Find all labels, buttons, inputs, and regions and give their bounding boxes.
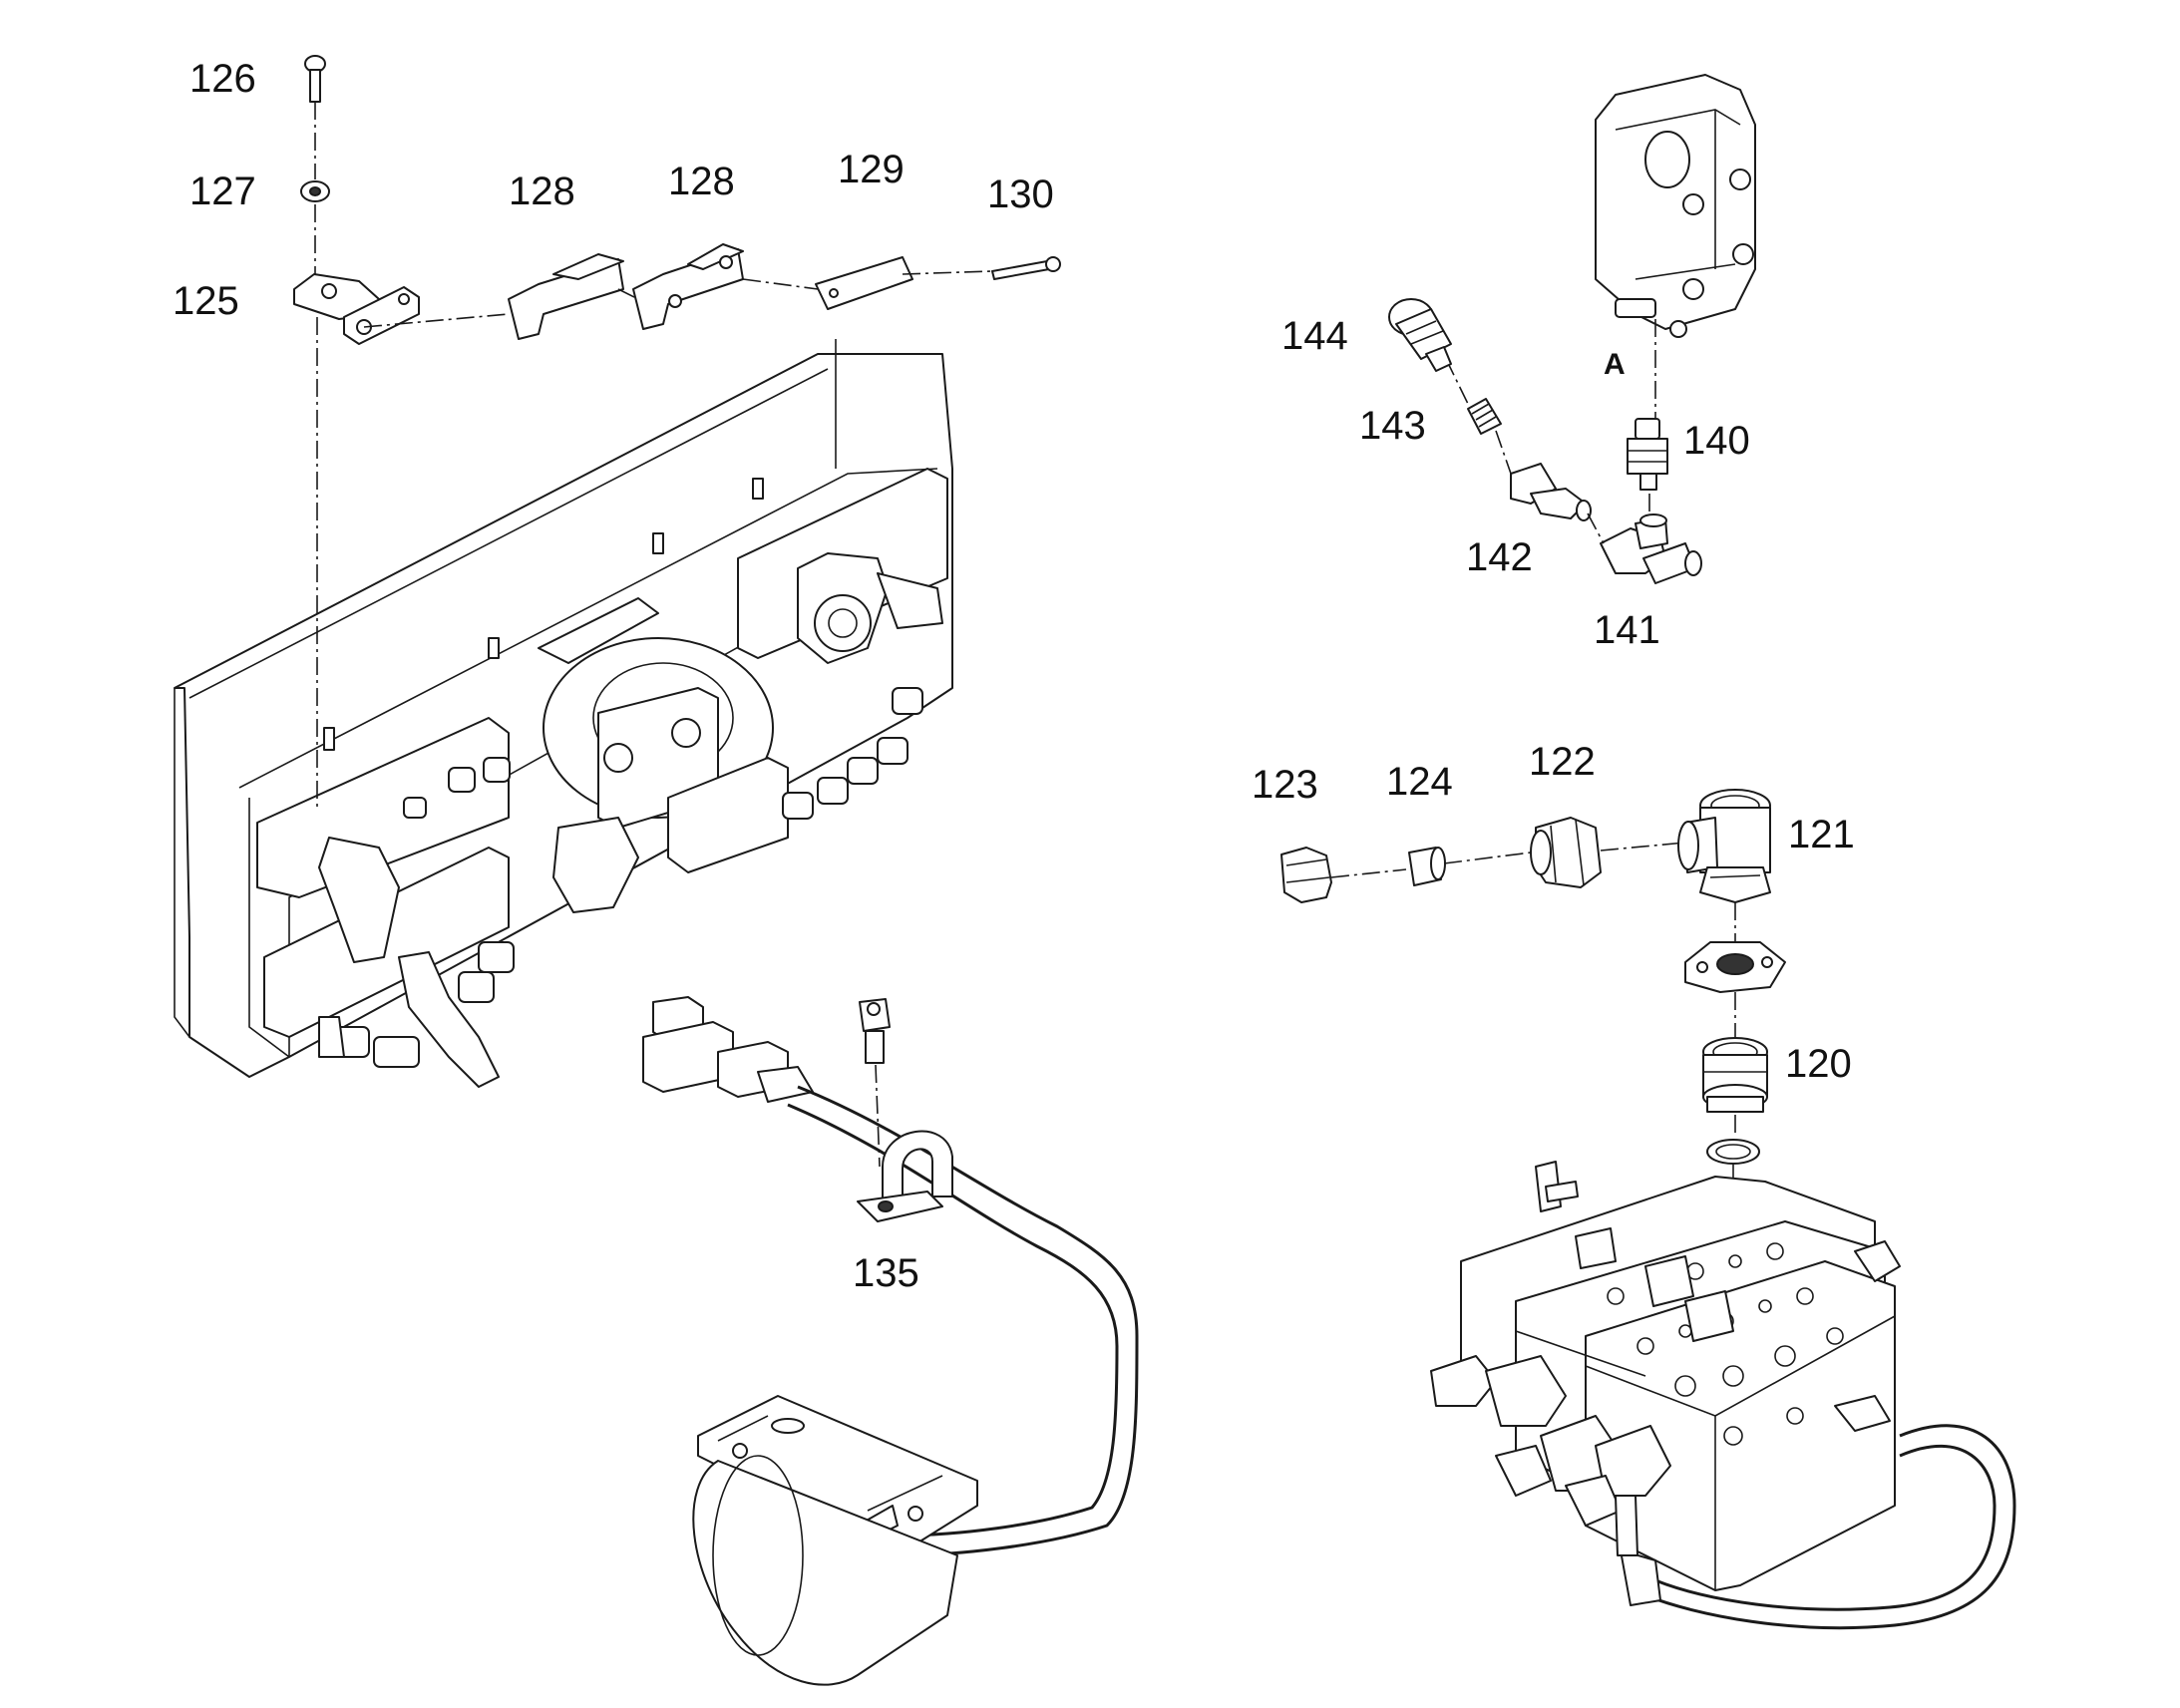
callout-120: 120 [1785,1042,1852,1086]
nut-122 [1530,817,1602,888]
bracket-125 [293,273,420,345]
side-fittings [403,687,923,820]
nipple-143 [1467,398,1502,435]
bolt-126 [304,55,326,103]
bracket-chain [293,55,1061,808]
o-ring [1706,1139,1760,1165]
callout-140: 140 [1683,419,1750,463]
mounting-bracket [697,1395,978,1556]
tee-fitting-121 [1677,789,1771,903]
split-flange [1684,941,1786,993]
clamp-135 [857,1130,953,1222]
pin-130 [991,256,1061,280]
control-valve-bank [1430,1161,2016,1630]
callout-126: 126 [189,57,256,101]
callout-121: 121 [1788,813,1855,856]
port-label-a: A [1604,348,1626,381]
flange-connector-120 [1702,1037,1768,1113]
screw-135 [859,998,891,1064]
callout-128-b: 128 [668,160,735,203]
tee-fitting-141 [1600,513,1702,584]
sleeve-124 [1408,847,1446,886]
callout-141: 141 [1594,608,1660,652]
cable-assembly [642,996,1139,1686]
valve-top-fittings [1535,1161,1734,1342]
callout-130: 130 [987,172,1054,216]
callout-144: 144 [1281,314,1348,358]
callout-124: 124 [1386,760,1453,804]
callout-labels: 126 127 125 128 128 129 130 135 144 143 … [173,57,1855,1295]
main-valve-housing [174,339,953,1088]
block-128-a [508,253,624,340]
cylinder-drum [692,1455,958,1686]
callout-122: 122 [1529,740,1596,784]
valve-side-fittings [1430,1240,1901,1527]
washer-127 [300,180,330,202]
plate-129 [815,256,913,310]
callout-123: 123 [1252,763,1318,807]
fitting-140 [1627,418,1668,491]
elbow-fitting-142 [1510,463,1592,521]
callout-128-a: 128 [509,170,575,213]
fitting-144 [1388,298,1452,372]
callout-135: 135 [853,1251,919,1295]
callout-143: 143 [1359,404,1426,448]
plug-123 [1280,847,1332,903]
block-128-b [632,243,744,330]
callout-125: 125 [173,279,239,323]
pilot-valve-block: A [1595,74,1756,419]
callout-127: 127 [189,170,256,213]
callout-142: 142 [1466,535,1533,579]
callout-129: 129 [838,148,905,191]
tank-line-fittings: T [1280,789,1786,1386]
